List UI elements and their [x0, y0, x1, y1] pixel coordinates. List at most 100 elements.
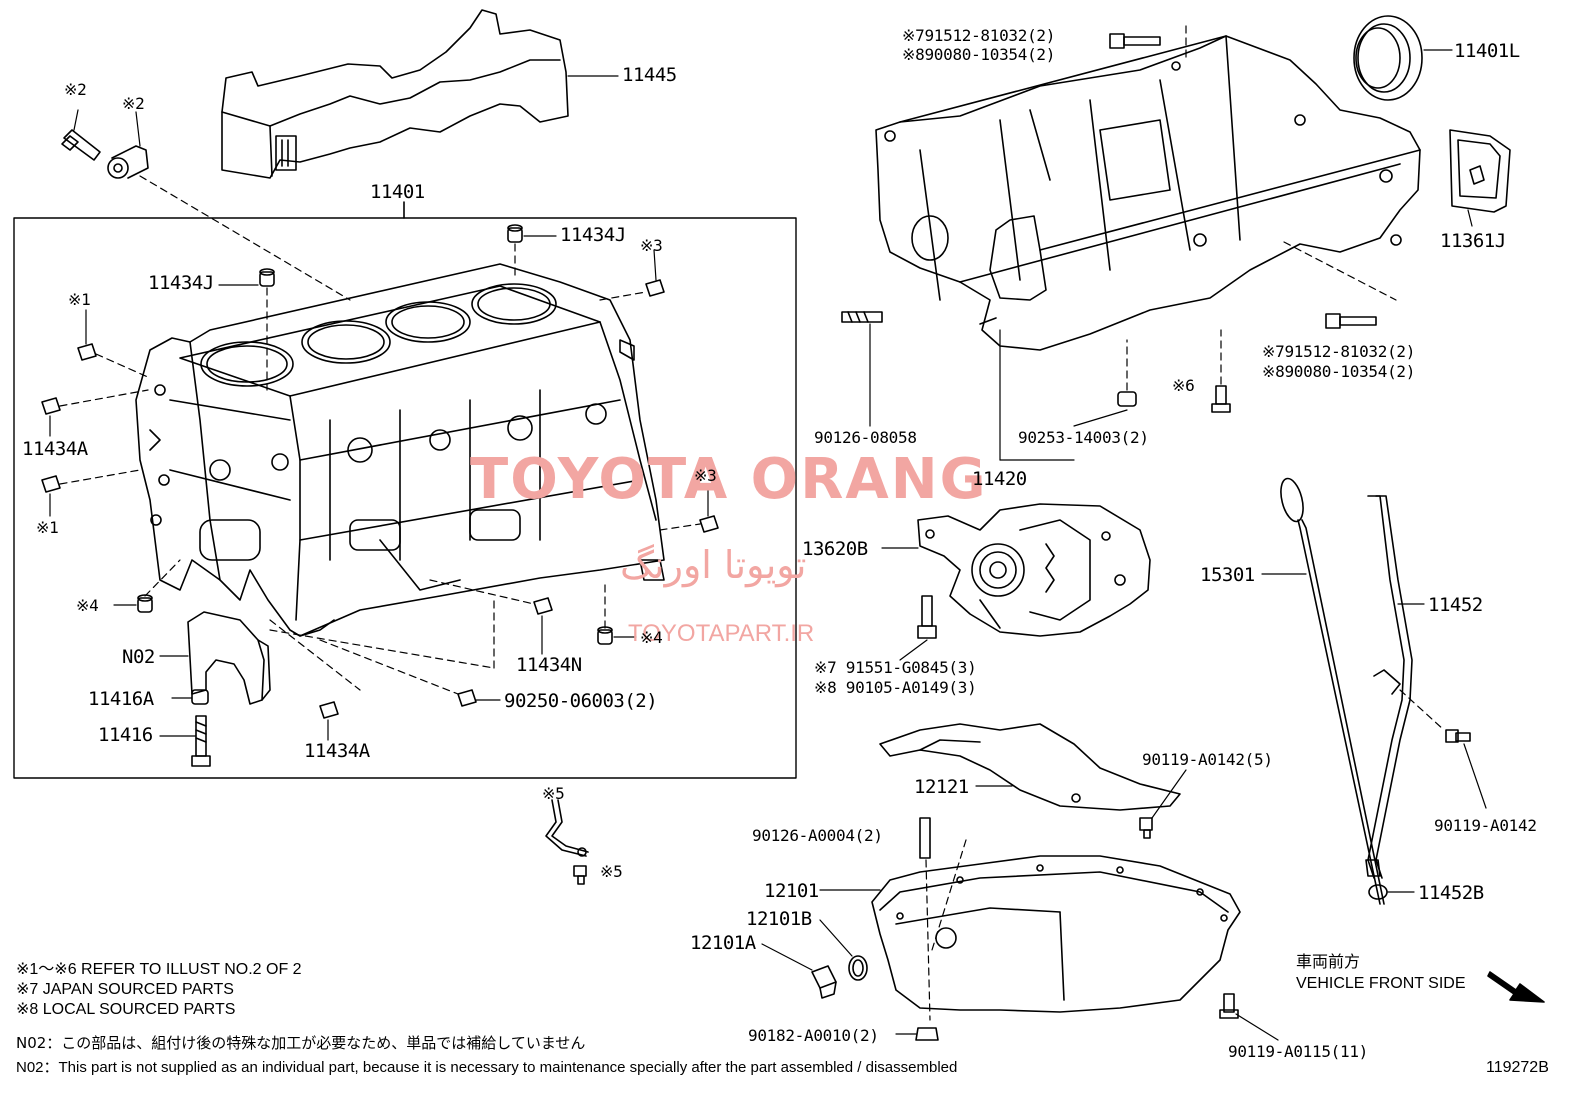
mark-1-bottom: ※1: [36, 518, 59, 537]
bolt-right: [1325, 313, 1377, 329]
label-12101A[interactable]: 12101A: [690, 932, 756, 954]
label-11361J[interactable]: 11361J: [1440, 230, 1506, 252]
mark-6: ※6: [1172, 376, 1195, 395]
bearing-cap-N02: [159, 611, 271, 705]
label-N02[interactable]: N02: [122, 646, 155, 668]
mark-2-bracket: ※2: [122, 94, 145, 113]
pin-mark1-bottom: [41, 475, 61, 493]
pin-mark4-left: [137, 594, 153, 613]
ref-oil-pump-bolt-1[interactable]: ※7 91551-G0845(3): [814, 658, 977, 677]
ref-oil-pump-bolt-2[interactable]: ※8 90105-A0149(3): [814, 678, 977, 697]
dowel-90253: [1117, 391, 1137, 407]
label-11401L[interactable]: 11401L: [1454, 40, 1520, 62]
bolt-mark5: [573, 865, 587, 885]
bolt-mark2: [61, 109, 101, 161]
direction-english: VEHICLE FRONT SIDE: [1296, 975, 1466, 992]
label-12101[interactable]: 12101: [764, 880, 819, 902]
pin-mark3-right: [699, 515, 719, 533]
pipe-mark5: [545, 799, 589, 857]
ref-bolt-right-2[interactable]: ※890080-10354(2): [1262, 362, 1416, 381]
direction-japanese: 車両前方: [1296, 952, 1361, 971]
ref-bolt-right-1[interactable]: ※791512-81032(2): [1262, 342, 1416, 361]
label-90119-A0142[interactable]: 90119-A0142: [1434, 816, 1537, 835]
watermark-persian: تویوتا اورنگ: [620, 543, 807, 587]
watermark-site: TOYOTAPART.IR: [628, 620, 815, 647]
label-90126-08058[interactable]: 90126-08058: [814, 428, 917, 447]
label-11434N[interactable]: 11434N: [516, 654, 582, 676]
pin-11434A-bottom: [319, 701, 339, 719]
pin-11434A-left: [41, 397, 61, 415]
label-11420[interactable]: 11420: [972, 468, 1027, 490]
bolt-mark6: [1211, 385, 1231, 413]
ref-bolt-top-2[interactable]: ※890080-10354(2): [902, 45, 1056, 64]
note-local-sourced: ※8 LOCAL SOURCED PARTS: [16, 1001, 236, 1018]
label-11434A-bottom[interactable]: 11434A: [304, 740, 370, 762]
bolt-oil-pump: [917, 595, 937, 639]
label-90250-06003[interactable]: 90250-06003(2): [504, 690, 658, 712]
gasket-12101B: [848, 955, 868, 981]
mark-5-pipe: ※5: [542, 784, 565, 803]
baffle-12121: [879, 723, 1181, 811]
oil-pump-13620B: [917, 503, 1151, 637]
mark-4-left: ※4: [76, 596, 99, 615]
stud-90126-08058: [841, 311, 883, 323]
o-ring-11452B: [1368, 884, 1388, 900]
block-group-frame: [13, 217, 797, 779]
cylinder-block: [135, 263, 665, 637]
bolt-90119-a0115: [1219, 993, 1239, 1019]
label-12101B[interactable]: 12101B: [746, 908, 812, 930]
mark-3-top: ※3: [640, 236, 663, 255]
label-11434J-top[interactable]: 11434J: [560, 224, 626, 246]
label-90119-A0142-5[interactable]: 90119-A0142(5): [1142, 750, 1273, 769]
oil-seal-11401L: [1353, 15, 1423, 101]
label-15301[interactable]: 15301: [1200, 564, 1255, 586]
mark-1-top: ※1: [68, 290, 91, 309]
bolt-11416: [191, 715, 211, 767]
mark-2-bolt: ※2: [64, 80, 87, 99]
dowel-11416A: [191, 689, 209, 705]
label-11434A-left[interactable]: 11434A: [22, 438, 88, 460]
pin-90250: [457, 689, 477, 707]
label-90253-14003[interactable]: 90253-14003(2): [1018, 428, 1149, 447]
label-11416[interactable]: 11416: [98, 724, 153, 746]
mark-5-bolt: ※5: [600, 862, 623, 881]
label-11401[interactable]: 11401: [370, 181, 425, 203]
crankcase-11420: [875, 35, 1421, 351]
label-90126-A0004[interactable]: 90126-A0004(2): [752, 826, 883, 845]
pin-mark3-top: [645, 279, 665, 297]
label-12121[interactable]: 12121: [914, 776, 969, 798]
label-90182-A0010[interactable]: 90182-A0010(2): [748, 1026, 879, 1045]
oil-pan-12101: [871, 855, 1241, 1013]
drain-plug-12101A: [811, 965, 837, 999]
illustration-code: 119272B: [1486, 1059, 1549, 1076]
pin-11434J-left: [259, 268, 275, 287]
ref-bolt-top-1[interactable]: ※791512-81032(2): [902, 26, 1056, 45]
note-n02-japanese: N02：この部品は、組付け後の特殊な加工が必要なため、単品では補給していません: [16, 1034, 586, 1052]
bolt-90119-a0142: [1445, 729, 1471, 743]
label-11452[interactable]: 11452: [1428, 594, 1483, 616]
watermark-brand: TOYOTA ORANG: [470, 447, 988, 512]
bolt-baffle: [1139, 817, 1153, 839]
note-refer: ※1～※6 REFER TO ILLUST NO.2 OF 2: [16, 961, 302, 978]
bracket-mark2: [107, 111, 149, 179]
cover-11361J: [1449, 129, 1511, 213]
bolt-top: [1109, 33, 1161, 49]
note-japan-sourced: ※7 JAPAN SOURCED PARTS: [16, 981, 234, 998]
label-90119-A0115[interactable]: 90119-A0115(11): [1228, 1042, 1368, 1061]
insulator-11445: [221, 9, 619, 179]
note-n02-english: N02：This part is not supplied as an indi…: [16, 1059, 958, 1076]
stud-90126-a0004: [919, 817, 931, 859]
label-13620B[interactable]: 13620B: [802, 538, 868, 560]
dipstick-15301: [1280, 477, 1385, 905]
label-11434J-left[interactable]: 11434J: [148, 272, 214, 294]
pin-mark4-right: [597, 626, 613, 645]
label-11452B[interactable]: 11452B: [1418, 882, 1484, 904]
pin-11434J-top: [507, 224, 523, 243]
label-11445[interactable]: 11445: [622, 64, 677, 86]
label-11416A[interactable]: 11416A: [88, 688, 154, 710]
front-arrow: [1487, 971, 1545, 1003]
guide-11452: [1365, 495, 1413, 879]
mark-4-right: ※4: [640, 628, 663, 647]
